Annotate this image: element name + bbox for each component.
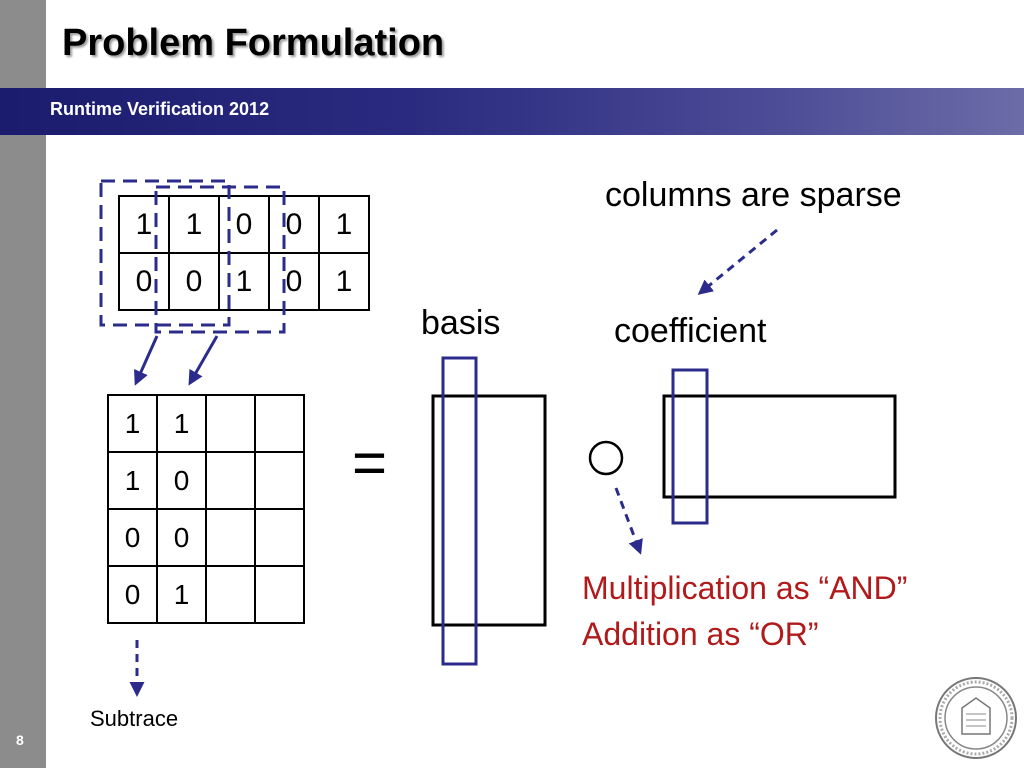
matrix-cell [254,508,305,567]
matrix-cell [205,451,256,510]
matrix-cell: 1 [118,195,170,254]
matrix-row: 0 0 1 0 1 [118,252,370,311]
matrix-cell [254,451,305,510]
slide-title: Problem Formulation [62,22,445,64]
page-number: 8 [16,732,24,748]
matrix-cell: 0 [156,451,207,510]
coefficient-label: coefficient [614,312,767,350]
matrix-row: 1 1 [107,394,305,453]
matrix-cell: 0 [168,252,220,311]
university-seal-icon [935,677,1017,759]
matrix-cell: 1 [218,252,270,311]
window-arrow-1 [134,335,159,386]
matrix-cell: 1 [107,394,158,453]
matrix-row: 0 1 [107,565,305,624]
matrix-row: 0 0 [107,508,305,567]
matrix-cell: 0 [218,195,270,254]
subtrace-label: Subtrace [90,706,179,731]
sparse-arrow [697,228,778,295]
boolean-product-operator-icon [588,440,624,476]
matrix-cell [205,394,256,453]
operator-arrow [614,487,643,555]
matrix-cell: 0 [268,252,320,311]
note-addition: Addition as “OR” [582,616,819,652]
matrix-cell: 1 [156,394,207,453]
matrix-cell [254,565,305,624]
note-multiplication: Multiplication as “AND” [582,570,908,606]
matrix-cell: 1 [318,195,370,254]
matrix-cell: 1 [107,451,158,510]
subtitle-bar [0,88,1024,135]
equals-sign: = [352,429,388,496]
matrix-cell: 1 [168,195,220,254]
matrix-cell: 1 [156,565,207,624]
matrix-row: 1 0 [107,451,305,510]
matrix-cell [205,508,256,567]
coefficient-matrix [662,394,897,499]
matrix-cell: 0 [268,195,320,254]
matrix-cell [254,394,305,453]
trace-matrix: 1 1 0 0 1 0 0 1 0 1 [118,195,370,311]
basis-matrix [431,394,547,627]
matrix-cell: 0 [107,565,158,624]
matrix-cell: 0 [118,252,170,311]
window-arrow-2 [188,335,219,386]
basis-column-highlight [441,356,478,666]
matrix-cell [205,565,256,624]
basis-label: basis [421,304,501,342]
coefficient-column-highlight [671,368,709,525]
sliding-window-box-2 [154,185,286,334]
matrix-cell: 0 [156,508,207,567]
matrix-row: 1 1 0 0 1 [118,195,370,254]
matrix-cell: 1 [318,252,370,311]
columns-sparse-label: columns are sparse [605,176,902,214]
slide-subtitle: Runtime Verification 2012 [50,99,270,119]
sliding-window-box-1 [99,179,231,327]
matrix-cell: 0 [107,508,158,567]
subtrace-matrix: 1 1 1 0 0 0 0 1 [107,394,305,624]
